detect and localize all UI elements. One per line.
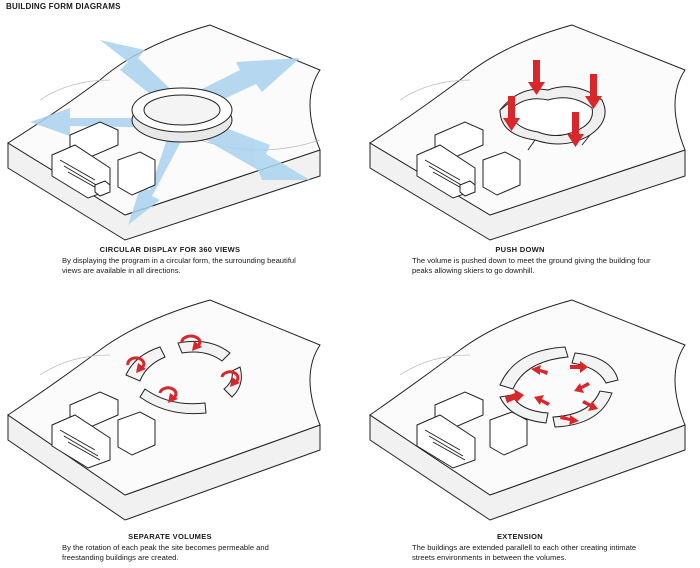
view-arrow-s [128,130,184,225]
ring-building [131,87,233,143]
caption-push-down: PUSH DOWN The volume is pushed down to m… [350,245,690,276]
extension-arrow-icon [570,361,588,373]
panel-title: PUSH DOWN [495,245,545,254]
rotate-arrow-icon [180,334,202,351]
caption-extension: EXTENSION The buildings are extended par… [350,532,690,563]
panel-title: SEPARATE VOLUMES [128,532,212,541]
page-title: BUILDING FORM DIAGRAMS [6,2,121,11]
panel-extension: EXTENSION The buildings are extended par… [350,285,690,568]
push-down-arrow-icon [503,96,520,131]
rotate-arrow-icon [158,386,178,403]
extension-arrow-icon [534,395,550,406]
push-down-arrow-icon [528,60,545,95]
diagram-push-down [369,24,686,241]
extension-arrow-icon [505,389,524,403]
extension-arrow-icon [531,365,548,375]
diagram-extension [369,299,686,521]
panel-description: By the rotation of each peak the site be… [62,543,269,562]
extension-arrow-icon [574,382,590,393]
panel-description: By displaying the program in a circular … [62,256,296,275]
caption-circular-display: CIRCULAR DISPLAY FOR 360 VIEWS By displa… [0,245,340,276]
extension-arrows [505,361,598,425]
separated-volumes [125,340,242,415]
panel-description: The volume is pushed down to meet the gr… [412,256,651,275]
terrain-contour [399,79,471,101]
existing-buildings [416,391,528,469]
push-down-arrows [503,60,602,147]
diagram-circular-display [7,24,321,241]
panel-circular-display: CIRCULAR DISPLAY FOR 360 VIEWS By displa… [0,0,340,283]
rotation-arrows [126,334,240,403]
panel-title: EXTENSION [496,532,544,541]
push-down-arrow-icon [567,112,584,147]
panel-separate-volumes: SEPARATE VOLUMES By the rotation of each… [0,285,340,568]
push-down-arrow-icon [585,74,602,109]
extension-arrow-icon [582,400,598,411]
rotate-arrow-icon [220,370,240,387]
rotate-arrow-icon [126,356,146,373]
panel-description: The buildings are extended parallell to … [412,543,637,562]
existing-buildings [416,121,521,199]
existing-buildings [51,391,156,469]
terrain-contour [399,354,471,376]
caption-separate-volumes: SEPARATE VOLUMES By the rotation of each… [0,532,340,563]
panel-title: CIRCULAR DISPLAY FOR 360 VIEWS [99,245,241,254]
terrain-contour [39,354,111,376]
existing-buildings [51,121,156,199]
panel-push-down: PUSH DOWN The volume is pushed down to m… [350,0,690,283]
extension-arrow-icon [560,415,579,425]
diagram-separate-volumes [7,299,321,521]
